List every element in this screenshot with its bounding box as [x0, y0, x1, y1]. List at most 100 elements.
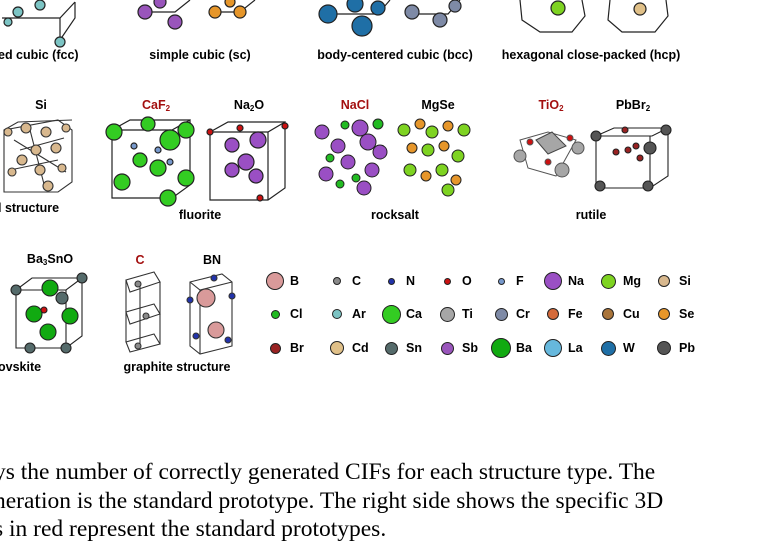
legend-item-ar: Ar [326, 303, 366, 325]
element-swatch-icon [333, 277, 341, 285]
graphite-c-structure [125, 271, 161, 353]
mgse-structure [397, 118, 471, 197]
sc-lattice [137, 0, 256, 30]
legend-label: Na [568, 274, 584, 288]
legend-item-cu: Cu [597, 303, 640, 325]
hcp-label: hexagonal close-packed (hcp) [501, 48, 681, 62]
legend-label: Si [679, 274, 691, 288]
nacl-label: NaCl [340, 98, 370, 112]
legend-label: Ti [462, 307, 473, 321]
element-swatch-icon [491, 338, 511, 358]
fcc-label: ed cubic (fcc) [0, 48, 79, 62]
legend-item-br: Br [264, 337, 304, 359]
legend-item-cl: Cl [264, 303, 303, 325]
sc-label: simple cubic (sc) [149, 48, 251, 62]
legend-label: W [623, 341, 635, 355]
legend-item-na: Na [542, 270, 584, 292]
legend-label: Se [679, 307, 695, 321]
caption-line-3: s in red represent the standard prototyp… [0, 516, 387, 542]
caf2-structure [105, 116, 195, 207]
legend-label: Ar [352, 307, 366, 321]
element-swatch-icon [266, 272, 284, 290]
legend-item-b: B [264, 270, 299, 292]
legend-label: Cr [516, 307, 530, 321]
fluorite-label: fluorite [178, 208, 222, 222]
caf2-label: CaF2 [141, 98, 171, 113]
tio2-label: TiO2 [538, 98, 564, 113]
pbbr2-label: PbBr2 [615, 98, 651, 113]
legend-item-cr: Cr [490, 303, 530, 325]
element-swatch-icon [443, 277, 451, 285]
element-swatch-icon [544, 339, 562, 357]
legend-item-si: Si [653, 270, 691, 292]
legend-item-ca: Ca [380, 303, 422, 325]
structures-figure [2, 0, 672, 355]
element-swatch-icon [600, 340, 616, 356]
element-swatch-icon [658, 275, 670, 287]
perovskite-label: ovskite [0, 360, 42, 374]
legend-item-la: La [542, 337, 583, 359]
element-swatch-icon [600, 273, 616, 289]
element-swatch-icon [547, 308, 559, 320]
legend-item-n: N [380, 270, 415, 292]
bcc-label: body-centered cubic (bcc) [317, 48, 473, 62]
legend-item-se: Se [653, 303, 694, 325]
mgse-label: MgSe [421, 98, 455, 112]
graphite-bn-structure [186, 273, 236, 355]
bn-label: BN [202, 253, 222, 267]
legend-label: O [462, 274, 472, 288]
legend-label: La [568, 341, 583, 355]
nacl-structure [314, 118, 388, 196]
legend-item-c: C [326, 270, 361, 292]
legend-item-f: F [490, 270, 524, 292]
legend-item-pb: Pb [653, 337, 695, 359]
legend-label: Mg [623, 274, 642, 288]
legend-item-mg: Mg [597, 270, 641, 292]
element-swatch-icon [381, 304, 401, 324]
legend-item-ti: Ti [436, 303, 473, 325]
tio2-structure [513, 131, 585, 178]
caption-line-2: neration is the standard prototype. The … [0, 488, 664, 514]
graphite-label: graphite structure [123, 360, 231, 374]
legend-label: Cd [352, 341, 369, 355]
legend-item-o: O [436, 270, 472, 292]
element-swatch-icon [440, 341, 454, 355]
legend-item-cd: Cd [326, 337, 369, 359]
element-swatch-icon [330, 341, 344, 355]
element-swatch-icon [657, 341, 671, 355]
legend-label: C [352, 274, 362, 288]
caption-line-1: ys the number of correctly generated CIF… [0, 459, 656, 485]
legend-label: B [290, 274, 300, 288]
element-swatch-icon [269, 342, 281, 354]
element-swatch-icon [497, 277, 505, 285]
legend-label: Cu [623, 307, 640, 321]
element-swatch-icon [439, 306, 455, 322]
legend-item-ba: Ba [490, 337, 532, 359]
rocksalt-label: rocksalt [371, 208, 419, 222]
legend-item-fe: Fe [542, 303, 583, 325]
legend-label: N [406, 274, 416, 288]
na2o-structure [206, 120, 289, 202]
hcp-lattice [519, 0, 669, 33]
legend-label: Ca [406, 307, 422, 321]
legend-label: Ba [516, 341, 532, 355]
legend-label: Sn [406, 341, 422, 355]
element-swatch-icon [544, 272, 562, 290]
legend-label: Pb [679, 341, 695, 355]
legend-item-sn: Sn [380, 337, 422, 359]
bcc-lattice [318, 0, 462, 37]
element-swatch-icon [658, 308, 670, 320]
c-label: C [135, 253, 145, 267]
fcc-lattice [2, 0, 76, 48]
diamond-structure-label: l structure [0, 201, 60, 215]
element-swatch-icon [602, 308, 614, 320]
ba3sno-structure [10, 272, 88, 354]
element-swatch-icon [270, 309, 280, 319]
na2o-label: Na2O [233, 98, 265, 113]
legend-label: Br [290, 341, 304, 355]
legend-label: Fe [568, 307, 583, 321]
ba3sno-label: Ba3SnO [26, 252, 74, 267]
pbbr2-structure [590, 124, 672, 192]
legend-item-w: W [597, 337, 635, 359]
element-swatch-icon [387, 277, 395, 285]
